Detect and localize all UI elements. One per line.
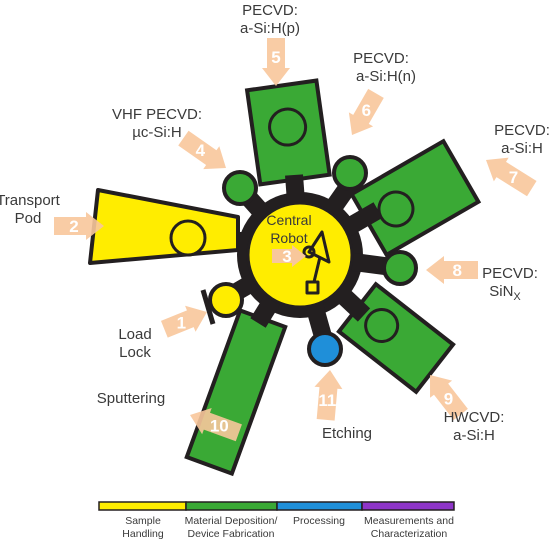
chamber-number-7: 7 <box>509 168 518 187</box>
label-4-line2: µc-Si:H <box>132 124 181 141</box>
label-7-line1: PECVD: <box>494 122 550 139</box>
label-2-line2: Pod <box>15 210 42 227</box>
label-5-line2: a-Si:H(p) <box>240 20 300 37</box>
center-number: 3 <box>282 247 291 266</box>
port-4 <box>222 170 258 206</box>
label-5-line1: PECVD: <box>242 2 298 19</box>
label-10: Sputtering <box>97 390 165 407</box>
robot-arm-icon <box>302 230 331 295</box>
chamber-number-9: 9 <box>444 390 453 409</box>
legend-swatch-sample-handling <box>98 501 187 511</box>
legend-label-3: Processing <box>293 515 345 527</box>
chamber-number-4: 4 <box>196 141 206 160</box>
chamber-number-2: 2 <box>69 217 78 236</box>
legend-swatch-deposition <box>185 501 278 511</box>
label-11: Etching <box>322 425 372 442</box>
legend-label-1-line2: Handling <box>122 528 164 540</box>
pointer-arrow-11 <box>314 370 343 421</box>
legend-label-4-line2: Characterization <box>371 528 448 540</box>
pointer-arrow-4 <box>178 130 226 170</box>
label-7-line2: a-Si:H <box>501 140 543 157</box>
chamber-number-6: 6 <box>362 101 371 120</box>
center-label-line1: Central <box>266 212 311 228</box>
port-8 <box>382 250 418 286</box>
pointer-arrow-2 <box>54 212 104 240</box>
pointer-arrow-10 <box>190 408 242 442</box>
legend-swatch-processing <box>276 501 363 511</box>
label-8-line1: PECVD: <box>482 265 538 282</box>
pointer-arrow-7 <box>486 157 537 197</box>
label-6-line1: PECVD: <box>353 50 409 67</box>
port-6 <box>332 155 368 191</box>
label-9-line1: HWCVD: <box>444 409 505 426</box>
chamber-10 <box>184 307 288 477</box>
pointer-arrow-8 <box>426 256 478 284</box>
chamber-number-1: 1 <box>177 313 186 332</box>
chamber-number-8: 8 <box>452 261 461 280</box>
label-8-subscript: X <box>513 291 521 303</box>
port-1-load-lock <box>200 282 244 325</box>
legend-label-2-line2: Device Fabrication <box>188 528 275 540</box>
label-2-line1: Transport <box>0 192 61 209</box>
chamber-5 <box>244 78 332 187</box>
legend-label-2-line1: Material Deposition/ <box>185 515 278 527</box>
legend-swatch-measurement <box>361 501 455 511</box>
label-9-line2: a-Si:H <box>453 427 495 444</box>
pointer-arrow-1 <box>160 305 207 338</box>
label-4-line1: VHF PECVD: <box>112 106 202 123</box>
legend-label-1-line1: Sample <box>125 515 161 527</box>
chamber-number-5: 5 <box>271 48 280 67</box>
legend-label-4-line1: Measurements and <box>364 515 454 527</box>
label-8-line2: SiNX <box>489 283 521 303</box>
label-8-sin: SiN <box>489 283 513 300</box>
pointer-arrow-5 <box>262 38 290 86</box>
chamber-number-10: 10 <box>210 417 229 436</box>
chamber-7 <box>348 138 482 258</box>
legend: Sample Handling Material Deposition/ Dev… <box>98 501 455 540</box>
label-6-line2: a-Si:H(n) <box>356 68 416 85</box>
label-1-line2: Lock <box>119 344 151 361</box>
port-11-etching <box>307 331 343 367</box>
pointer-arrow-center <box>272 245 306 267</box>
label-1-line1: Load <box>118 326 151 343</box>
pointer-arrow-9 <box>430 375 468 420</box>
center-label-line2: Robot <box>270 230 307 246</box>
pointer-arrow-6 <box>348 88 384 135</box>
chamber-number-11: 11 <box>318 391 336 410</box>
